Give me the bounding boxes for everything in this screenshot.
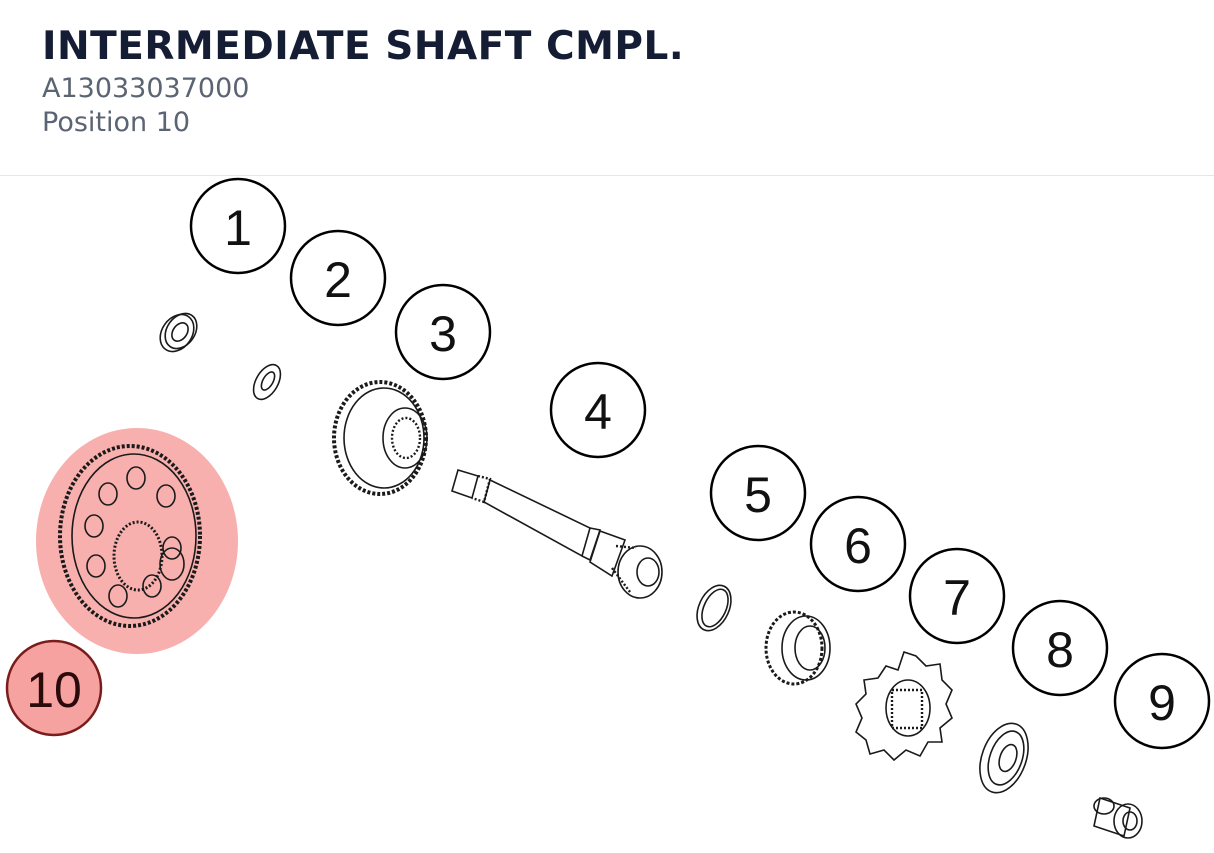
svg-text:4: 4 bbox=[584, 384, 612, 440]
svg-text:9: 9 bbox=[1148, 675, 1176, 731]
part-3-gear[interactable] bbox=[332, 380, 428, 496]
svg-text:7: 7 bbox=[943, 570, 971, 626]
callout-7[interactable]: 7 bbox=[908, 547, 1006, 645]
callout-1[interactable]: 1 bbox=[189, 177, 287, 275]
svg-text:10: 10 bbox=[26, 662, 82, 718]
svg-text:6: 6 bbox=[844, 518, 872, 574]
page-title: INTERMEDIATE SHAFT CMPL. bbox=[42, 24, 685, 69]
callout-9[interactable]: 9 bbox=[1113, 652, 1211, 750]
part-2-washer[interactable] bbox=[248, 360, 286, 404]
part-7-sprocket[interactable] bbox=[855, 650, 953, 762]
exploded-view-diagram: 1 2 3 4 5 6 7 8 bbox=[0, 176, 1214, 853]
svg-text:1: 1 bbox=[224, 200, 252, 256]
part-number: A13033037000 bbox=[42, 73, 250, 104]
callout-4[interactable]: 4 bbox=[549, 361, 647, 459]
header: INTERMEDIATE SHAFT CMPL. A13033037000 Po… bbox=[0, 0, 1214, 176]
part-1-nut[interactable] bbox=[153, 307, 203, 358]
callout-3[interactable]: 3 bbox=[394, 283, 492, 381]
part-6-bushing[interactable] bbox=[764, 610, 831, 686]
svg-text:2: 2 bbox=[324, 252, 352, 308]
svg-text:8: 8 bbox=[1046, 622, 1074, 678]
part-9-flange-nut[interactable] bbox=[1093, 796, 1143, 839]
svg-text:5: 5 bbox=[744, 467, 772, 523]
part-10-highlight bbox=[36, 428, 238, 654]
part-5-circlip[interactable] bbox=[690, 580, 737, 636]
diagram-canvas: 1 2 3 4 5 6 7 8 bbox=[5, 177, 1211, 839]
callout-6[interactable]: 6 bbox=[809, 495, 907, 593]
callout-10[interactable]: 10 bbox=[5, 639, 103, 737]
callout-5[interactable]: 5 bbox=[709, 444, 807, 542]
part-10-large-gear[interactable] bbox=[58, 444, 202, 628]
part-4-shaft[interactable] bbox=[451, 469, 663, 599]
svg-text:3: 3 bbox=[429, 306, 457, 362]
callout-2[interactable]: 2 bbox=[289, 229, 387, 327]
callout-8[interactable]: 8 bbox=[1011, 599, 1109, 697]
part-8-bearing[interactable] bbox=[971, 717, 1037, 800]
position-label: Position 10 bbox=[42, 107, 191, 138]
